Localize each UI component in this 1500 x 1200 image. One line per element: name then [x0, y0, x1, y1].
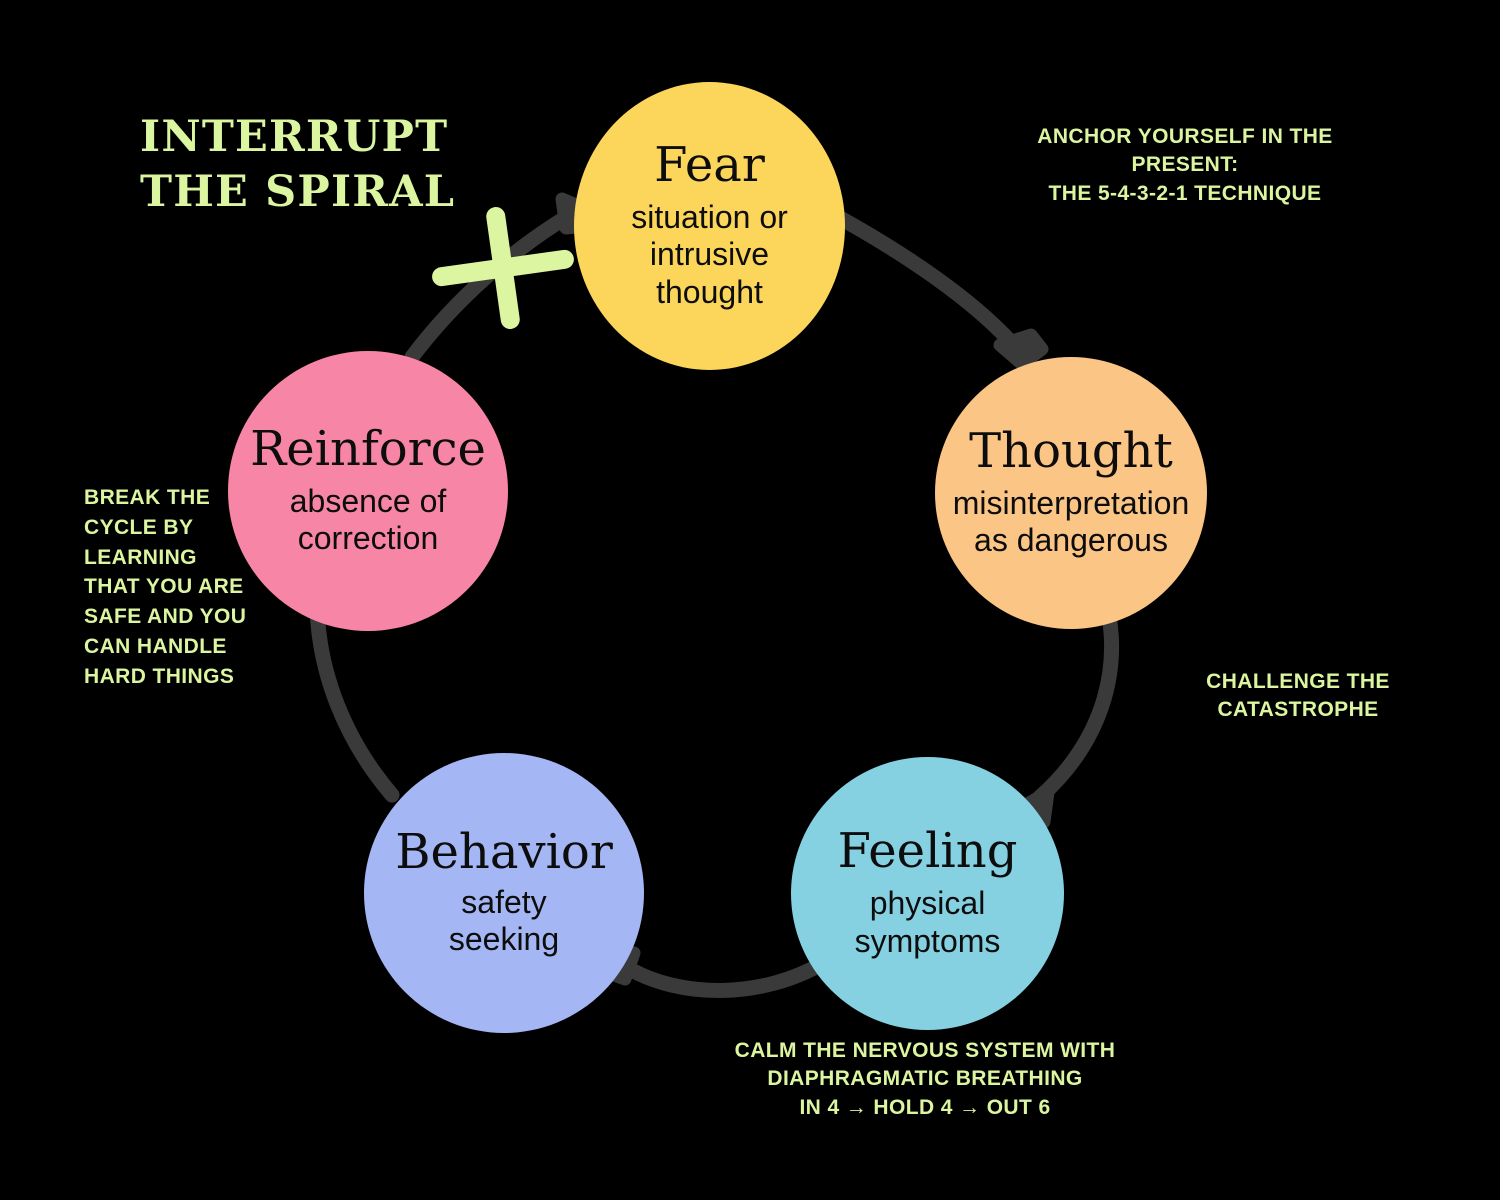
node-feeling[interactable]: Feeling physical symptoms — [791, 757, 1064, 1030]
node-behavior[interactable]: Behavior safety seeking — [364, 753, 644, 1033]
node-fear[interactable]: Fear situation or intrusive thought — [574, 82, 845, 370]
node-reinforce-title: Reinforce — [250, 420, 486, 477]
node-thought[interactable]: Thought misinterpretation as dangerous — [935, 357, 1207, 629]
node-reinforce[interactable]: Reinforce absence of correction — [228, 351, 508, 631]
annotation-challenge-catastrophe: CHALLENGE THE CATASTROPHE — [1206, 670, 1390, 722]
node-thought-title: Thought — [969, 422, 1173, 479]
annotation-break-the-cycle: BREAK THE CYCLE BY LEARNING THAT YOU ARE… — [84, 486, 247, 688]
node-behavior-subtitle: safety seeking — [448, 883, 560, 957]
node-behavior-title: Behavior — [395, 823, 613, 880]
page-title: INTERRUPT THE SPIRAL — [140, 112, 456, 218]
node-fear-title: Fear — [654, 136, 765, 193]
node-feeling-subtitle: physical symptoms — [854, 885, 1001, 959]
node-reinforce-subtitle: absence of correction — [289, 482, 447, 556]
node-fear-subtitle: situation or intrusive thought — [631, 198, 788, 310]
node-feeling-title: Feeling — [837, 823, 1018, 880]
arrow-fear-to-thought — [814, 200, 1049, 371]
annotation-calm-nervous-system: CALM THE NERVOUS SYSTEM WITH DIAPHRAGMAT… — [734, 1039, 1116, 1119]
annotation-anchor-present: ANCHOR YOURSELF IN THE PRESENT: THE 5-4-… — [1037, 125, 1333, 205]
arrow-feeling-to-behavior — [599, 946, 833, 998]
interrupt-x-icon — [432, 207, 574, 329]
node-thought-subtitle: misinterpretation as dangerous — [952, 484, 1190, 558]
